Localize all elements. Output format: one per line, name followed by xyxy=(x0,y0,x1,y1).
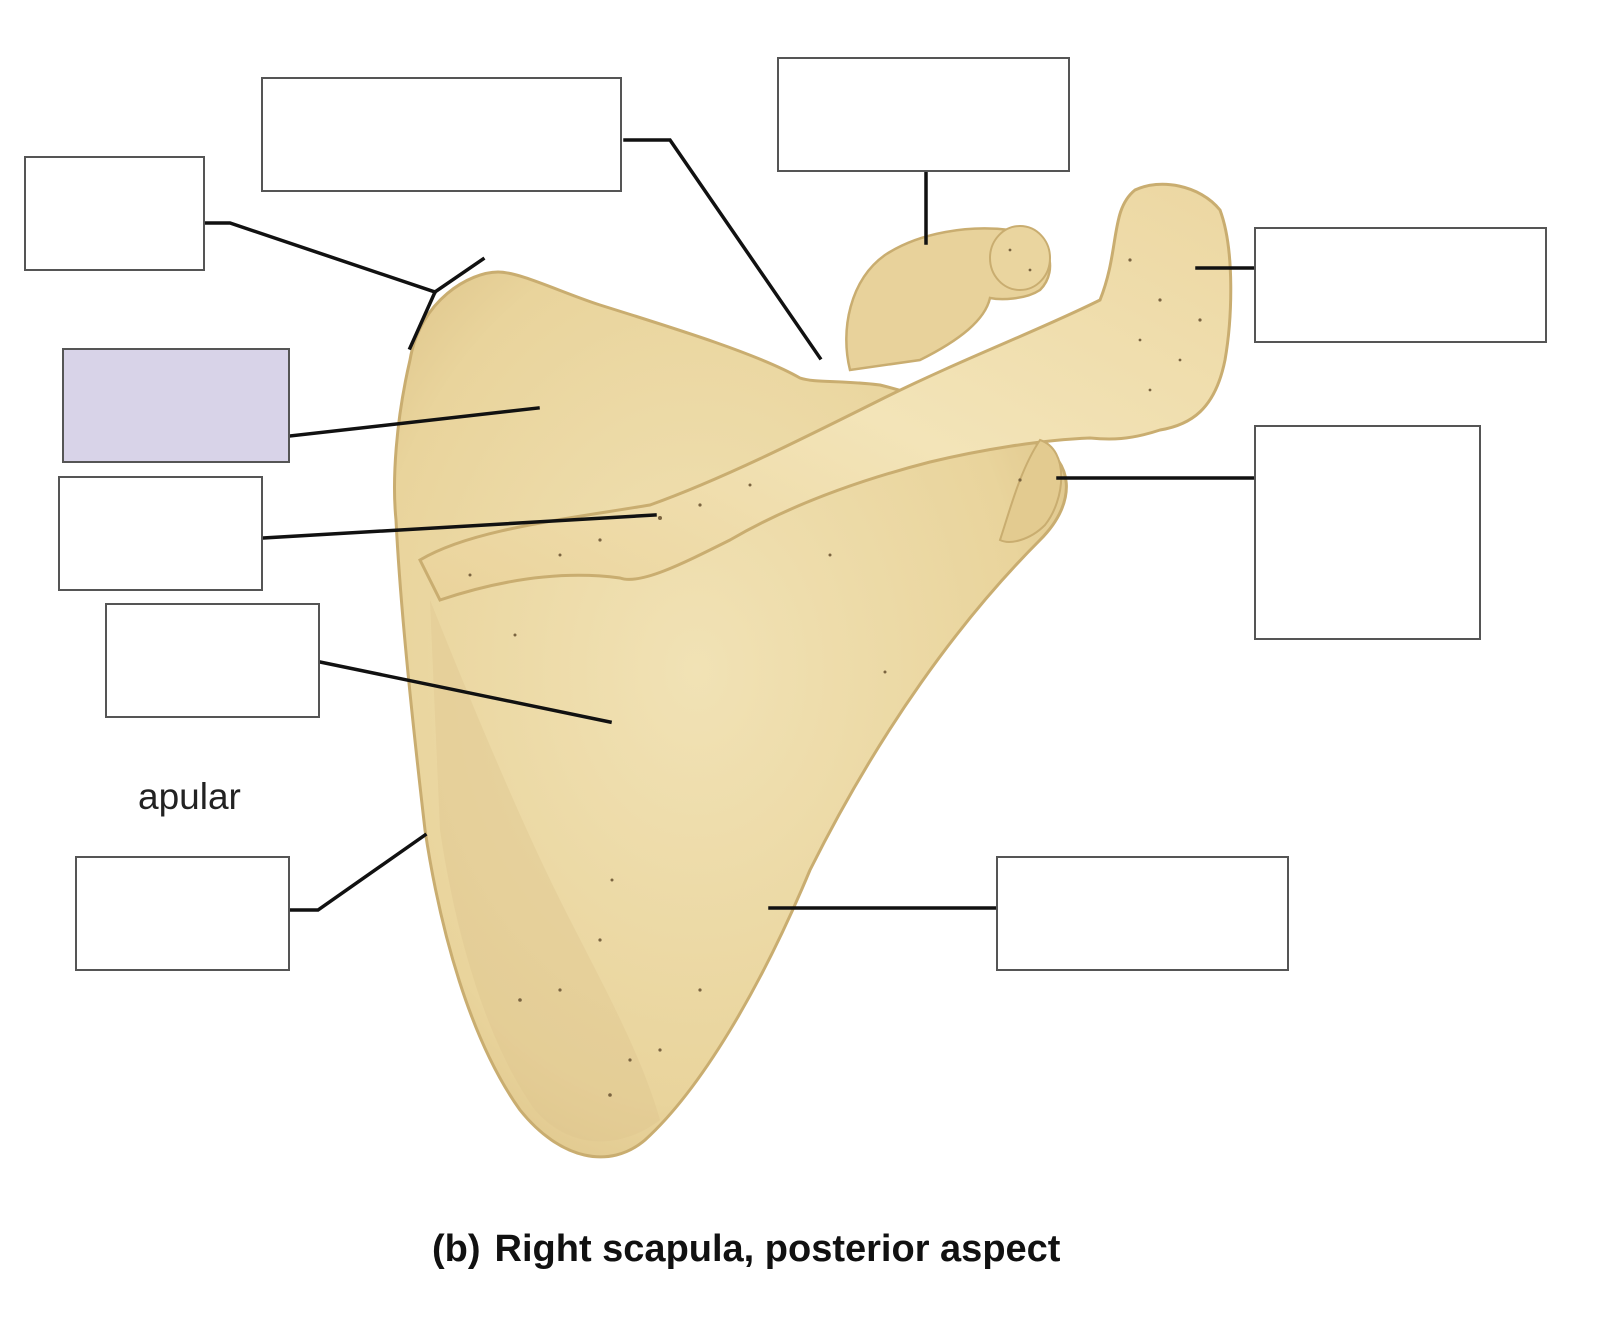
label-box-left-bottom[interactable] xyxy=(75,856,290,971)
scapula-shadow xyxy=(430,600,660,1142)
label-box-right-upper[interactable] xyxy=(1254,227,1547,343)
leader-left-bottom xyxy=(288,832,428,912)
label-box-left-lower[interactable] xyxy=(105,603,320,718)
label-box-left-upper[interactable] xyxy=(24,156,205,271)
label-box-right-middle[interactable] xyxy=(1254,425,1481,640)
caption-text: Right scapula, posterior aspect xyxy=(494,1228,1061,1270)
scapula-body xyxy=(393,270,1068,1159)
partial-label-text: apular xyxy=(138,776,241,817)
label-box-top-center[interactable] xyxy=(261,77,622,192)
leader-left-lower xyxy=(317,659,613,725)
leader-left-upper xyxy=(203,221,438,295)
leader-left-highlighted xyxy=(288,406,540,438)
bone-texture-dots xyxy=(468,248,1202,1097)
leader-top-center xyxy=(623,138,823,361)
leader-left-upper-angle-b xyxy=(407,289,438,351)
panel-letter: (b) xyxy=(432,1228,481,1270)
label-box-right-bottom[interactable] xyxy=(996,856,1289,971)
coracoid-tip xyxy=(989,225,1051,291)
label-box-left-highlighted[interactable] xyxy=(62,348,290,463)
glenoid-region xyxy=(998,438,1063,543)
leader-left-middle xyxy=(261,513,657,540)
label-box-top-mid[interactable] xyxy=(777,57,1070,172)
leader-left-upper-angle-a xyxy=(432,256,486,295)
label-box-left-middle[interactable] xyxy=(58,476,263,591)
figure-caption: (b) Right scapula, posterior aspect xyxy=(432,1230,1060,1268)
leader-lines xyxy=(203,138,1258,912)
scapular-spine xyxy=(418,182,1233,602)
